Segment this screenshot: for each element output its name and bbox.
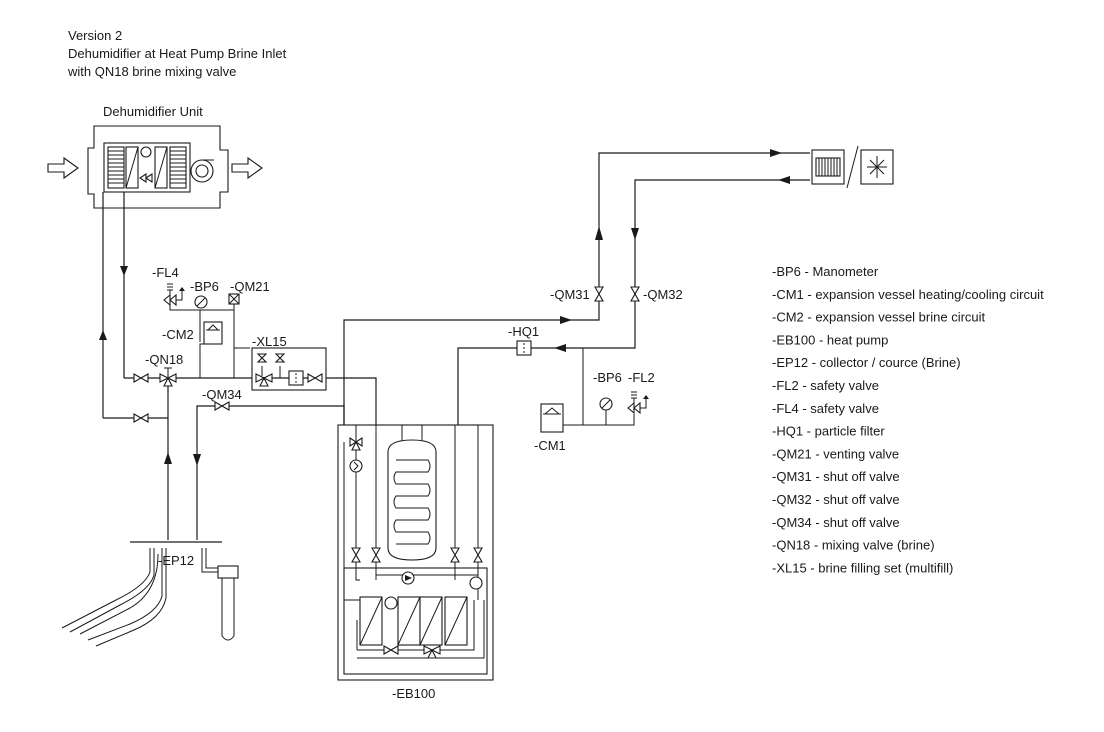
brine-piping	[99, 192, 377, 540]
bp6-manometer-icon[interactable]	[194, 295, 208, 309]
legend-item: -FL4 - safety valve	[772, 401, 879, 416]
cm1-label: -CM1	[534, 438, 566, 453]
legend-item: -QM21 - venting valve	[772, 446, 899, 461]
legend-item: -QM32 - shut off valve	[772, 492, 900, 507]
fl4-safety-valve-icon[interactable]	[163, 283, 186, 306]
legend-item: -CM1 - expansion vessel heating/cooling …	[772, 287, 1044, 302]
qm32-label: -QM32	[643, 287, 683, 302]
eb100-label: -EB100	[392, 686, 435, 701]
legend-item: -EB100 - heat pump	[772, 332, 888, 347]
xl15-filling-set[interactable]	[251, 347, 327, 391]
legend-item: -BP6 - Manometer	[772, 264, 879, 279]
legend-item: -XL15 - brine filling set (multifill)	[772, 560, 953, 575]
cm2-expansion-vessel-icon[interactable]	[203, 321, 223, 345]
bp6-manometer-icon[interactable]	[599, 397, 613, 411]
qm34-valve-icon[interactable]	[214, 401, 230, 411]
qm31-valve-icon[interactable]	[594, 286, 604, 302]
ep12-label: -EP12	[158, 553, 194, 568]
legend-item: -EP12 - collector / cource (Brine)	[772, 355, 961, 370]
heating-cooling-piping	[343, 149, 810, 426]
hq1-label: -HQ1	[508, 324, 539, 339]
bp6-right-label: -BP6	[593, 370, 622, 385]
fl2-safety-valve-icon[interactable]	[627, 391, 650, 414]
valve-icon[interactable]	[133, 413, 149, 423]
fl4-label: -FL4	[152, 265, 179, 280]
cm2-label: -CM2	[162, 327, 194, 342]
diagram-title: Dehumidifier at Heat Pump Brine Inlet	[68, 46, 287, 61]
qm32-valve-icon[interactable]	[630, 286, 640, 302]
qm21-label: -QM21	[230, 279, 270, 294]
radiator-icon	[811, 149, 845, 185]
legend-item: -QM34 - shut off valve	[772, 515, 900, 530]
cm1-expansion-vessel-icon[interactable]	[540, 403, 564, 433]
cooling-snowflake-icon	[860, 149, 894, 185]
legend-item: -QM31 - shut off valve	[772, 469, 900, 484]
legend-item: -FL2 - safety valve	[772, 378, 879, 393]
air-out-arrow-icon	[231, 156, 263, 180]
version-label: Version 2	[68, 28, 122, 43]
dehumidifier-unit	[47, 125, 263, 209]
diagram-subtitle: with QN18 brine mixing valve	[67, 64, 236, 79]
ep12-collector	[61, 541, 239, 647]
legend-item: -CM2 - expansion vessel brine circuit	[772, 310, 986, 325]
dehumidifier-title: Dehumidifier Unit	[103, 104, 203, 119]
legend: -BP6 - Manometer -CM1 - expansion vessel …	[772, 264, 1044, 575]
qm21-venting-valve-icon[interactable]	[228, 293, 240, 305]
eb100-mixing-valve-icon[interactable]	[423, 645, 441, 659]
eb100-heat-pump	[337, 424, 494, 681]
qm31-label: -QM31	[550, 287, 590, 302]
xl15-label: -XL15	[252, 334, 287, 349]
hq1-particle-filter-icon[interactable]	[516, 340, 532, 356]
legend-item: -QN18 - mixing valve (brine)	[772, 538, 935, 553]
fl2-label: -FL2	[628, 370, 655, 385]
qn18-mixing-valve-icon[interactable]	[159, 367, 177, 387]
valve-icon[interactable]	[133, 373, 149, 383]
legend-item: -HQ1 - particle filter	[772, 424, 885, 439]
bp6-left-label: -BP6	[190, 279, 219, 294]
qn18-label: -QN18	[145, 352, 183, 367]
air-in-arrow-icon	[47, 156, 79, 180]
qm34-label: -QM34	[202, 387, 242, 402]
